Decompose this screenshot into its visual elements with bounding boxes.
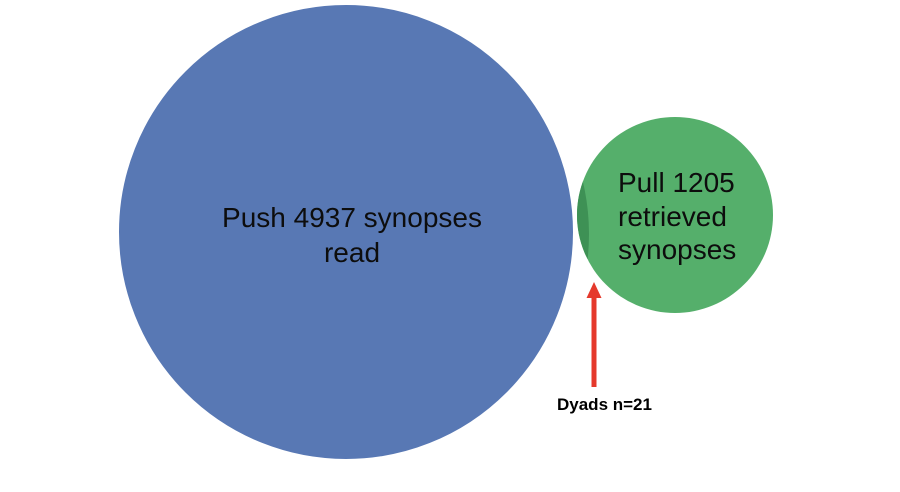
push-circle-label-line1: Push 4937 synopses [222, 202, 482, 233]
dyads-label: Dyads n=21 [557, 395, 652, 414]
pull-circle-label-line1: Pull 1205 [618, 167, 735, 198]
dyads-arrow-head [586, 282, 602, 298]
pull-circle-label-line3: synopses [618, 234, 736, 265]
pull-circle-label-line2: retrieved [618, 201, 727, 232]
dyads-arrow-icon [586, 282, 602, 387]
push-circle-label-line2: read [324, 237, 380, 268]
pull-circle [577, 117, 773, 313]
push-circle [115, 1, 577, 463]
